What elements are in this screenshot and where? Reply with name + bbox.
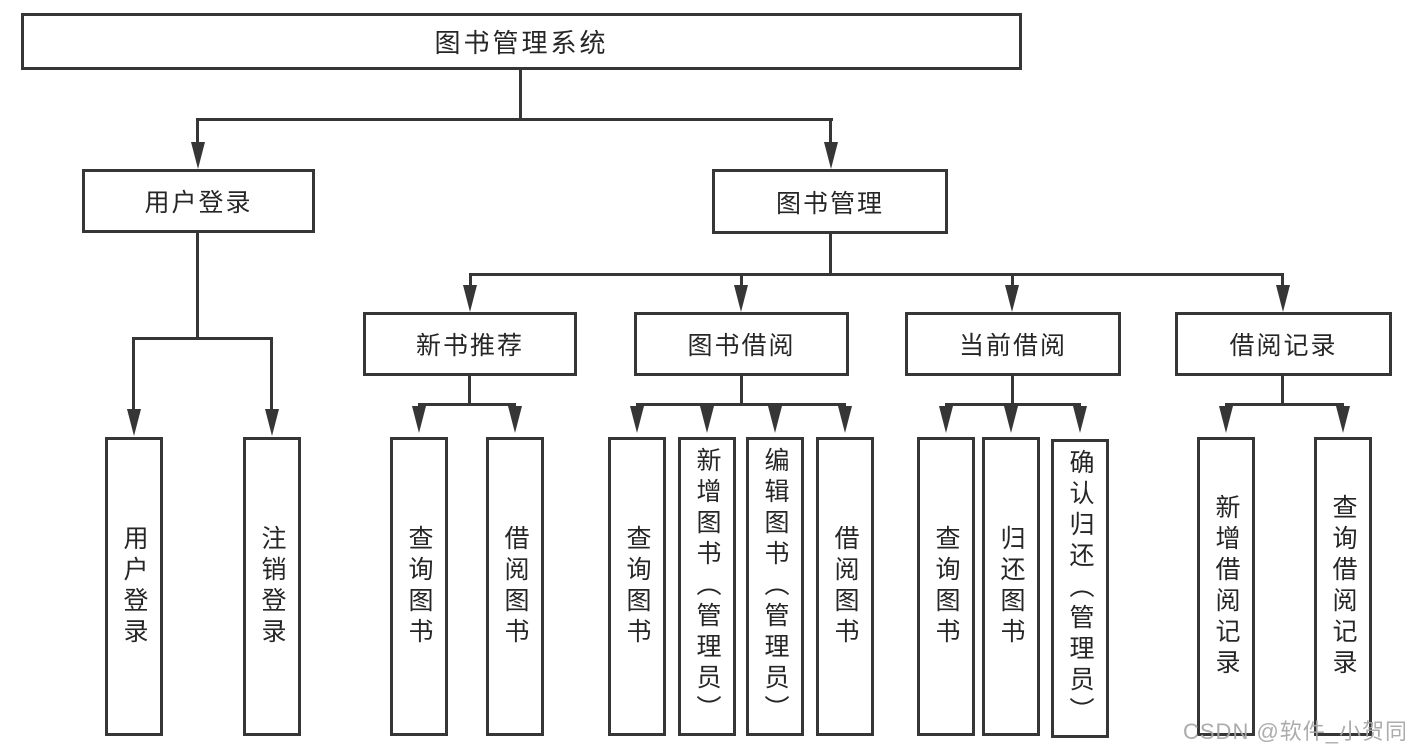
- edge-book-borrow-stem: [740, 376, 743, 406]
- edge-current-borrow-bar: [945, 403, 1081, 406]
- leaf-borrow-book: 借阅图书: [816, 437, 874, 736]
- edge-borrow-records-bar: [1225, 403, 1344, 406]
- node-new-book-rec: 新书推荐: [363, 312, 577, 376]
- leaf-query-borrow-record: 查询借阅记录: [1314, 437, 1372, 736]
- leaf-user-login: 用户登录: [105, 437, 163, 736]
- leaf-borrow-query-book-label: 查询图书: [623, 524, 651, 649]
- edge-user-login-bar: [132, 337, 273, 340]
- edge-new-book-bar: [418, 403, 516, 406]
- edge-root-stem: [519, 70, 522, 120]
- leaf-query-borrow-record-label: 查询借阅记录: [1329, 493, 1357, 680]
- node-book-borrow: 图书借阅: [634, 312, 849, 376]
- edge-borrow-records-stem: [1281, 376, 1284, 406]
- edge-root-to-user-login-shaft: [196, 118, 199, 144]
- node-current-borrow: 当前借阅: [905, 312, 1121, 376]
- node-new-book-rec-label: 新书推荐: [415, 332, 524, 360]
- edge-to-leaf-login-shaft: [132, 337, 135, 410]
- leaf-edit-book-admin: 编辑图书（管理员）: [746, 437, 804, 736]
- leaf-newrec-query-book: 查询图书: [390, 437, 448, 736]
- leaf-return-book-label: 归还图书: [997, 524, 1025, 649]
- edge-to-book-borrow-shaft: [740, 273, 743, 287]
- edge-root-to-book-mgmt-arrowhead: [824, 142, 838, 169]
- node-user-login: 用户登录: [82, 169, 315, 233]
- edge-to-current-borrow-shaft: [1011, 273, 1014, 287]
- edge-root-to-user-login-arrowhead: [191, 142, 205, 169]
- leaf-logout-label: 注销登录: [258, 524, 286, 649]
- edge-root-to-book-mgmt-shaft: [829, 118, 832, 144]
- edge-current-borrow-child3-arrowhead: [1073, 406, 1087, 433]
- edge-book-borrow-child3-arrowhead: [768, 406, 782, 433]
- edge-to-new-book-shaft: [469, 273, 472, 287]
- node-borrow-records: 借阅记录: [1175, 312, 1392, 376]
- edge-book-borrow-child1-arrowhead: [630, 406, 644, 433]
- edge-book-borrow-child4-arrowhead: [838, 406, 852, 433]
- leaf-add-borrow-record-label: 新增借阅记录: [1212, 493, 1240, 680]
- leaf-confirm-return-admin: 确认归还（管理员）: [1051, 439, 1109, 738]
- edge-to-leaf-logout-shaft: [270, 337, 273, 410]
- node-user-login-label: 用户登录: [144, 189, 253, 217]
- node-root: 图书管理系统: [21, 13, 1022, 70]
- leaf-borrow-query-book: 查询图书: [608, 437, 666, 736]
- edge-book-mgmt-bar: [469, 273, 1284, 276]
- node-root-label: 图书管理系统: [434, 28, 609, 58]
- node-book-mgmt: 图书管理: [712, 169, 948, 234]
- node-current-borrow-label: 当前借阅: [958, 332, 1067, 360]
- edge-user-login-stem: [196, 233, 199, 340]
- csdn-watermark: CSDN @软件_小贺同学: [1183, 719, 1405, 744]
- edge-to-borrow-records-arrowhead: [1276, 285, 1290, 312]
- leaf-add-book-admin: 新增图书（管理员）: [678, 437, 736, 736]
- node-book-borrow-label: 图书借阅: [687, 332, 796, 360]
- edge-to-new-book-arrowhead: [463, 285, 477, 312]
- leaf-add-book-admin-label: 新增图书（管理员）: [693, 447, 721, 726]
- leaf-newrec-borrow-book: 借阅图书: [486, 437, 544, 736]
- edge-borrow-records-child1-arrowhead: [1219, 406, 1233, 433]
- edge-to-borrow-records-shaft: [1281, 273, 1284, 287]
- edge-current-borrow-stem: [1011, 376, 1014, 406]
- leaf-add-borrow-record: 新增借阅记录: [1197, 437, 1255, 736]
- edge-borrow-records-child2-arrowhead: [1336, 406, 1350, 433]
- leaf-logout: 注销登录: [243, 437, 301, 736]
- leaf-edit-book-admin-label: 编辑图书（管理员）: [761, 447, 789, 726]
- edge-to-current-borrow-arrowhead: [1005, 285, 1019, 312]
- edge-new-book-stem: [468, 376, 471, 406]
- node-borrow-records-label: 借阅记录: [1229, 332, 1338, 360]
- edge-new-book-child2-arrowhead: [508, 406, 522, 433]
- edge-book-borrow-child2-arrowhead: [700, 406, 714, 433]
- edge-book-mgmt-stem: [829, 234, 832, 276]
- leaf-newrec-borrow-book-label: 借阅图书: [501, 524, 529, 649]
- node-book-mgmt-label: 图书管理: [775, 189, 884, 218]
- edge-current-borrow-child1-arrowhead: [939, 406, 953, 433]
- leaf-current-query-book-label: 查询图书: [932, 524, 960, 649]
- edge-book-borrow-bar: [636, 403, 846, 406]
- leaf-current-query-book: 查询图书: [917, 437, 975, 736]
- leaf-return-book: 归还图书: [982, 437, 1040, 736]
- edge-to-book-borrow-arrowhead: [734, 285, 748, 312]
- leaf-borrow-book-label: 借阅图书: [831, 524, 859, 649]
- edge-to-leaf-login-arrowhead: [127, 409, 141, 436]
- edge-root-bar: [196, 118, 833, 121]
- edge-current-borrow-child2-arrowhead: [1004, 406, 1018, 433]
- edge-to-leaf-logout-arrowhead: [265, 409, 279, 436]
- edge-new-book-child1-arrowhead: [412, 406, 426, 433]
- leaf-newrec-query-book-label: 查询图书: [405, 524, 433, 649]
- leaf-confirm-return-admin-label: 确认归还（管理员）: [1066, 449, 1094, 728]
- leaf-user-login-label: 用户登录: [120, 524, 148, 649]
